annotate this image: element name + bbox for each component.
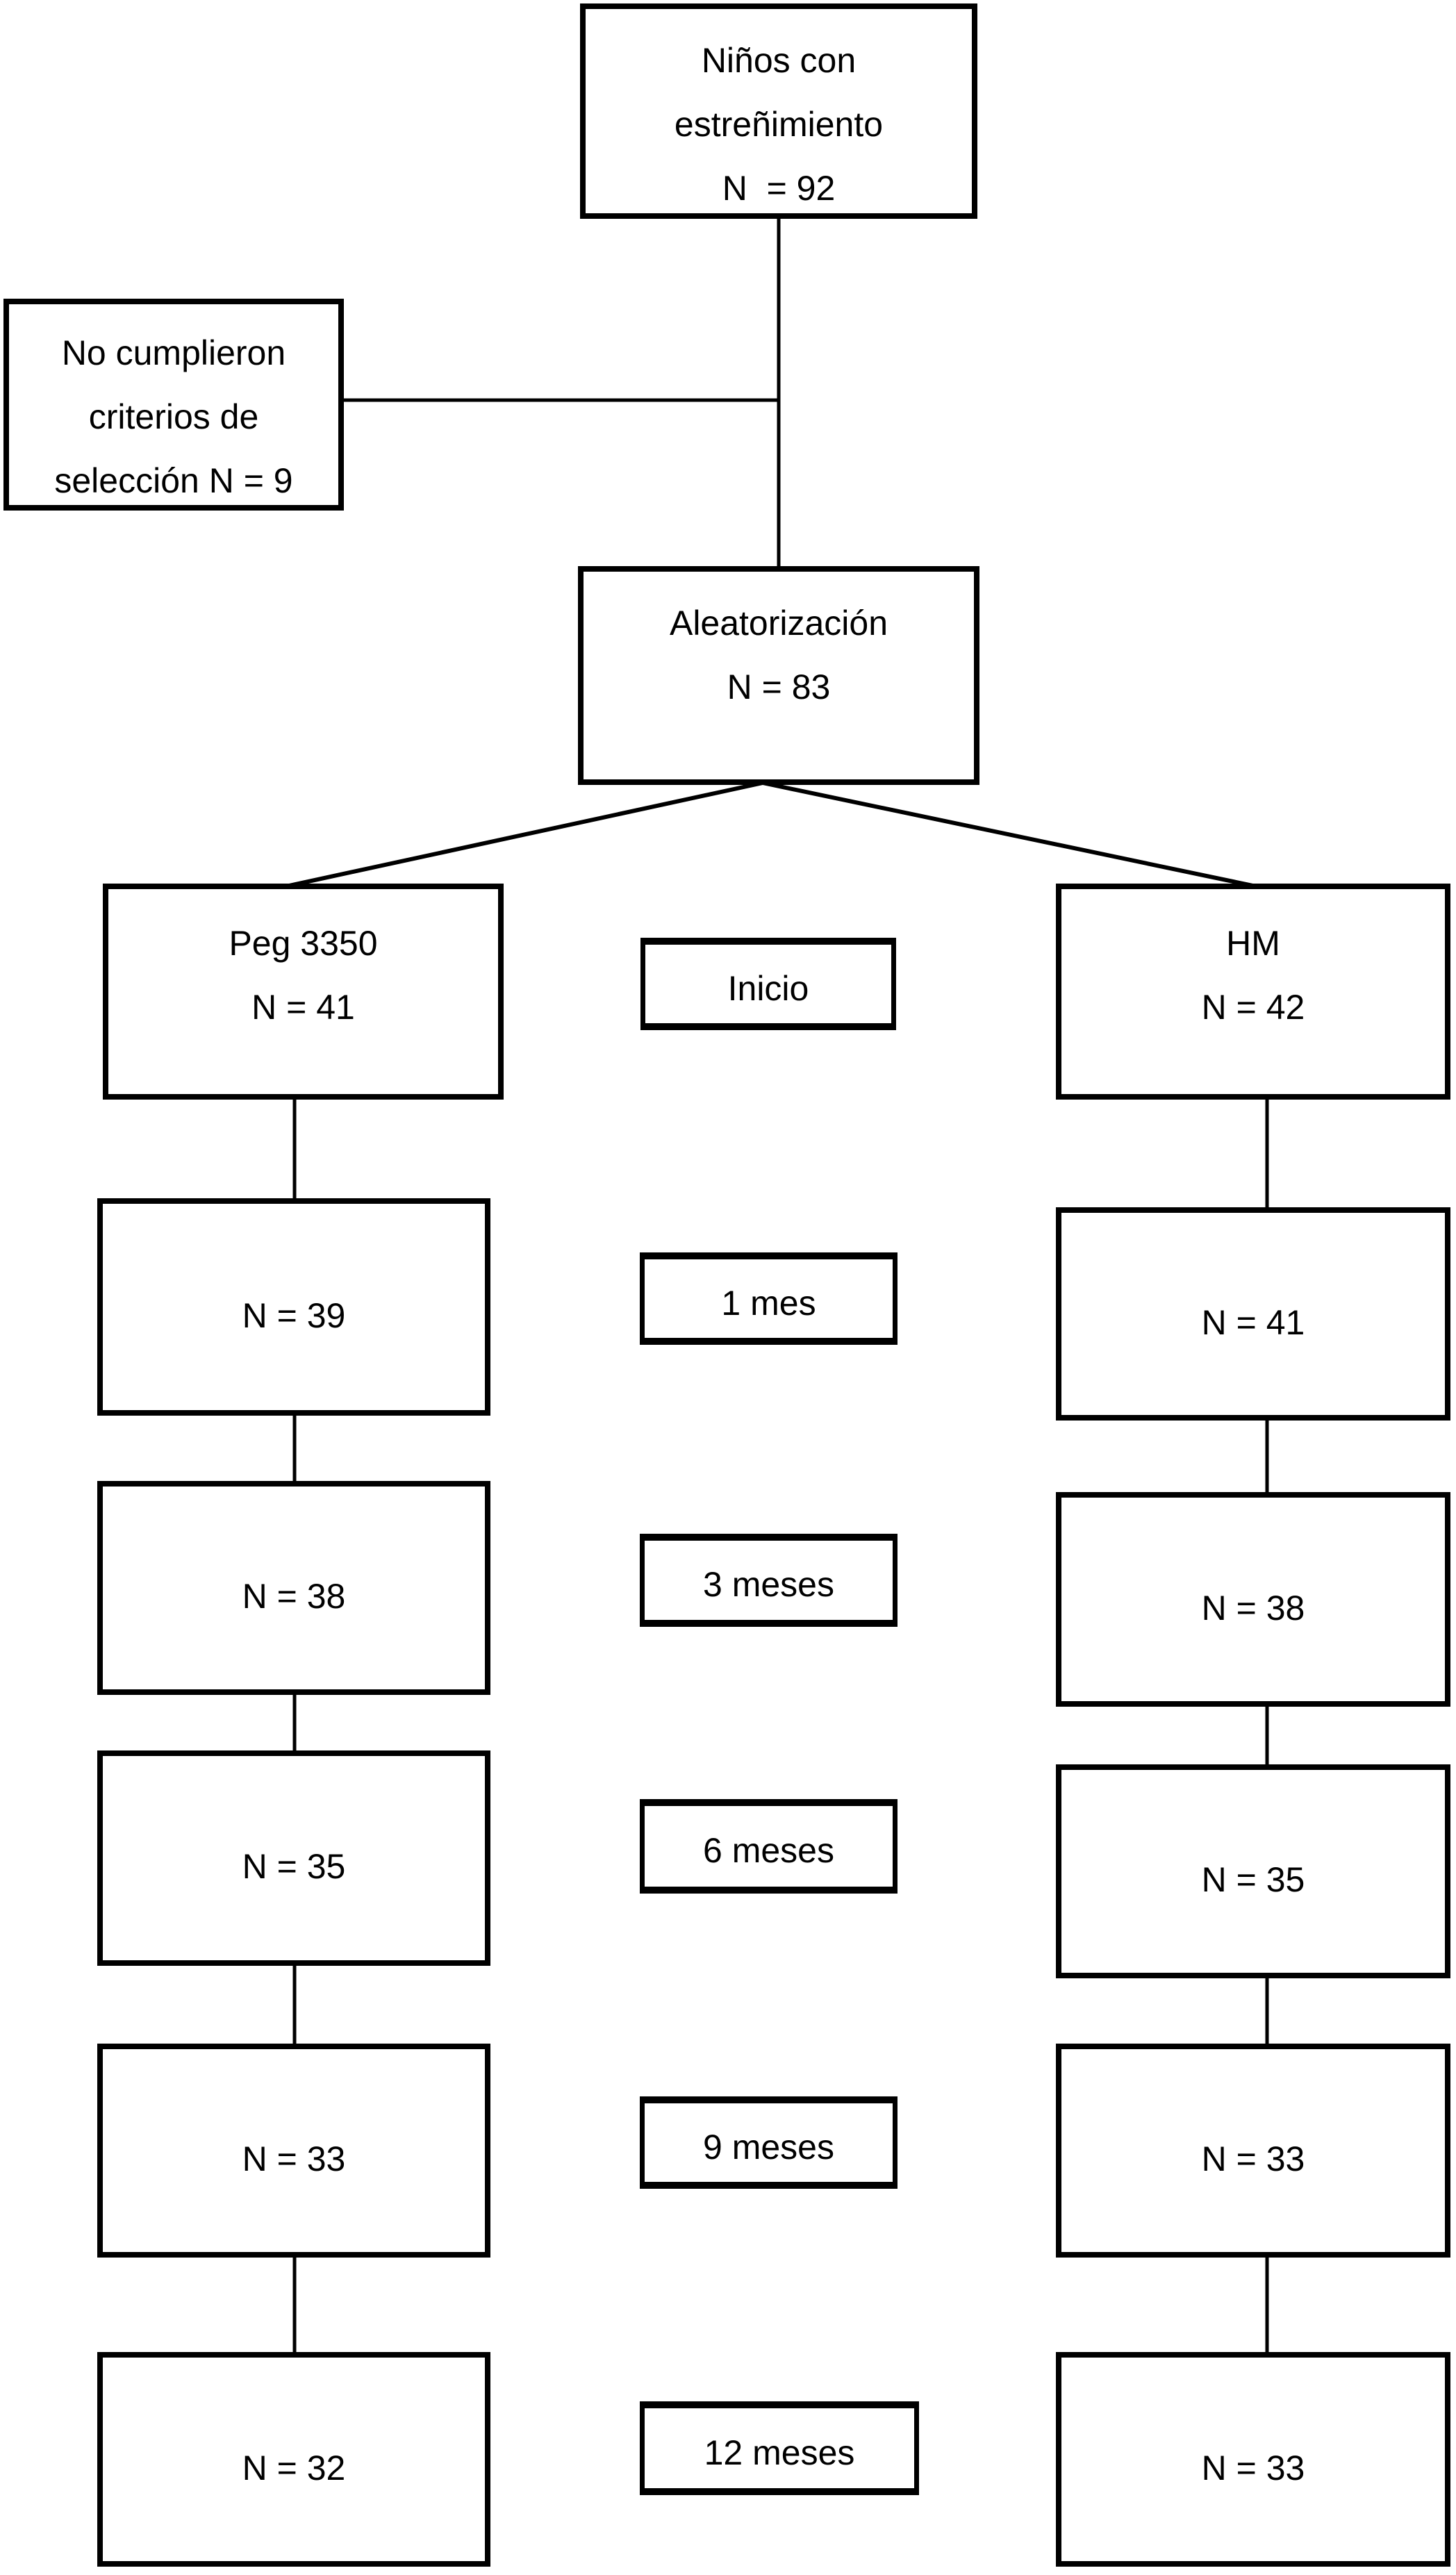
timeline-box-3-meses: 3 meses [640,1534,897,1627]
timeline-box-12-meses: 12 meses [640,2401,919,2495]
hm-arm-header-box: HM N = 42 [1056,884,1450,1100]
hm-followup-n: N = 33 [1201,2448,1305,2487]
timeline-box-1-mes: 1 mes [640,1252,897,1345]
hm-arm-n: N = 42 [1201,988,1305,1027]
peg-followup-n: N = 33 [242,2139,346,2178]
split-right-diagonal [762,781,1260,889]
peg-followup-box-9-meses: N = 33 [97,2044,490,2258]
timeline-box-inicio: Inicio [640,938,896,1030]
randomization-box: Aleatorización N = 83 [578,566,979,785]
randomization-line-2: N = 83 [727,668,831,706]
peg-followup-n: N = 38 [242,1577,346,1616]
peg-followup-box-6-meses: N = 35 [97,1750,490,1966]
timeline-label: Inicio [727,968,809,1008]
timeline-box-6-meses: 6 meses [640,1799,897,1894]
timeline-label: 3 meses [703,1565,834,1604]
peg-arm-n: N = 41 [251,988,355,1027]
hm-followup-n: N = 33 [1201,2139,1305,2178]
hm-followup-box-1-mes: N = 41 [1056,1207,1450,1421]
peg-followup-n: N = 32 [242,2448,346,2487]
timeline-label: 6 meses [703,1831,834,1870]
randomization-line-1: Aleatorización [669,604,888,643]
excluded-line-1: No cumplieron [61,333,286,372]
hm-followup-box-9-meses: N = 33 [1056,2044,1450,2258]
excluded-line-3: selección N = 9 [54,461,293,500]
timeline-label: 1 mes [721,1283,816,1323]
enrollment-line-2: estreñimiento [674,105,884,144]
peg-arm-header-box: Peg 3350 N = 41 [103,884,504,1100]
peg-followup-box-12-meses: N = 32 [97,2352,490,2567]
peg-followup-n: N = 39 [242,1295,346,1335]
timeline-label: 9 meses [703,2127,834,2167]
enrollment-box: Niños con estreñimiento N = 92 [580,3,977,219]
timeline-box-9-meses: 9 meses [640,2096,897,2189]
enrollment-line-3: N = 92 [722,169,836,208]
hm-followup-box-12-meses: N = 33 [1056,2352,1450,2567]
split-left-diagonal [282,781,763,889]
peg-followup-n: N = 35 [242,1847,346,1886]
hm-followup-box-3-meses: N = 38 [1056,1492,1450,1707]
excluded-box: No cumplieron criterios de selección N =… [3,299,344,511]
peg-followup-box-1-mes: N = 39 [97,1198,490,1416]
hm-arm-name: HM [1226,924,1280,963]
hm-followup-box-6-meses: N = 35 [1056,1764,1450,1978]
excluded-line-2: criterios de [88,397,259,436]
hm-followup-n: N = 35 [1201,1860,1305,1899]
peg-followup-box-3-meses: N = 38 [97,1481,490,1695]
hm-followup-n: N = 41 [1201,1302,1305,1342]
enrollment-line-1: Niños con [701,41,857,80]
timeline-label: 12 meses [704,2433,855,2472]
peg-arm-name: Peg 3350 [229,924,378,963]
hm-followup-n: N = 38 [1201,1588,1305,1628]
